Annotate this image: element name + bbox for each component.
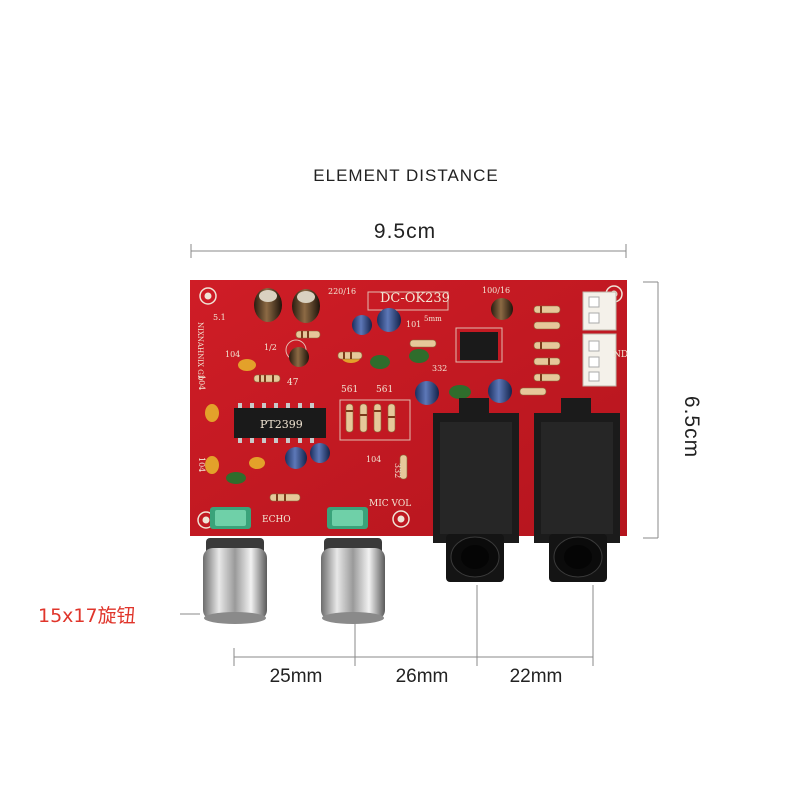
board-model-label: DC-OK239: [380, 291, 450, 306]
resistors: [253, 305, 561, 502]
silk-c1: 220/16: [328, 287, 356, 296]
ic-chip-opamp: [460, 332, 498, 360]
board-width-label: 9.5cm: [373, 220, 437, 243]
spacing-label-1: 25mm: [269, 666, 323, 687]
silk-r332a: 332: [432, 364, 447, 373]
silk-c2: 100/16: [482, 286, 510, 295]
silk-echo: ECHO: [262, 515, 291, 525]
knob-echo: [203, 538, 267, 624]
silk-r104c: 104: [197, 457, 206, 472]
dimension-lines: [180, 244, 659, 666]
silk-r104b: 104: [197, 375, 206, 390]
page-title: ELEMENT DISTANCE: [313, 166, 499, 185]
silk-r104d: 104: [366, 455, 381, 464]
spacing-label-2: 26mm: [395, 666, 449, 687]
silk-r332b: 332: [393, 463, 402, 478]
chip-label: PT2399: [260, 418, 303, 431]
silk-5mm: 5mm: [424, 315, 442, 323]
header-connector-bottom: [582, 333, 617, 387]
ic-chip-pt2399: [234, 403, 326, 443]
silk-vertical: NIXNAHNIX GD: [196, 322, 204, 381]
silk-r561a: 561: [341, 385, 358, 395]
silk-r51: 5.1: [213, 313, 226, 322]
potentiometer-bases: [210, 507, 368, 529]
knob-size-label: 15x17旋钮: [38, 605, 136, 627]
silk-half: 1/2: [264, 343, 277, 352]
silkscreen-labels: DC-OK239 220/16 100/16 47 561 561 332 10…: [196, 286, 628, 525]
silk-r561b: 561: [376, 385, 393, 395]
knob-mic-vol: [321, 538, 385, 624]
silk-r104a: 104: [225, 350, 240, 359]
spacing-label-3: 22mm: [509, 666, 563, 687]
audio-jack-left: [433, 398, 519, 582]
silk-mic-vol: MIC VOL: [369, 499, 411, 509]
silk-r47: 47: [287, 378, 299, 388]
film-capacitors: [226, 349, 471, 484]
audio-jack-right: [534, 398, 620, 582]
electrolytic-capacitors-blue: [285, 298, 513, 469]
silk-r101: 101: [406, 320, 421, 329]
electrolytic-capacitors-large: [254, 288, 320, 323]
silk-gnd: ND: [613, 350, 628, 360]
header-connector-top: [582, 291, 617, 331]
